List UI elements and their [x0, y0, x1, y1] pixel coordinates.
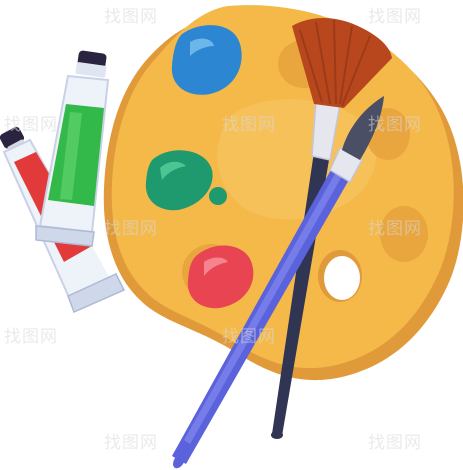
watermark-text: 找图网: [4, 115, 58, 135]
red-paint-blob: [187, 245, 254, 309]
watermark-text: 找图网: [104, 219, 158, 239]
round-brush-tip: [342, 96, 384, 160]
watermark-text: 找图网: [368, 219, 422, 239]
green-paint-blob: [145, 150, 227, 211]
green-tube-crimp: [35, 225, 95, 247]
green-paint-tube: [35, 50, 110, 247]
watermark-text: 找图网: [104, 7, 158, 27]
watermark-text: 找图网: [368, 7, 422, 27]
watermark-text: 找图网: [4, 327, 58, 347]
watermark-text: 找图网: [368, 433, 422, 453]
red-tube-crimp: [67, 273, 126, 314]
watermark-text: 找图网: [222, 327, 276, 347]
round-brush: [172, 96, 384, 469]
palette-well: [380, 206, 428, 262]
watermark-text: 找图网: [104, 433, 158, 453]
watermark-text: 找图网: [368, 115, 422, 135]
watermark-text: 找图网: [222, 115, 276, 135]
blue-paint-blob: [171, 25, 242, 95]
